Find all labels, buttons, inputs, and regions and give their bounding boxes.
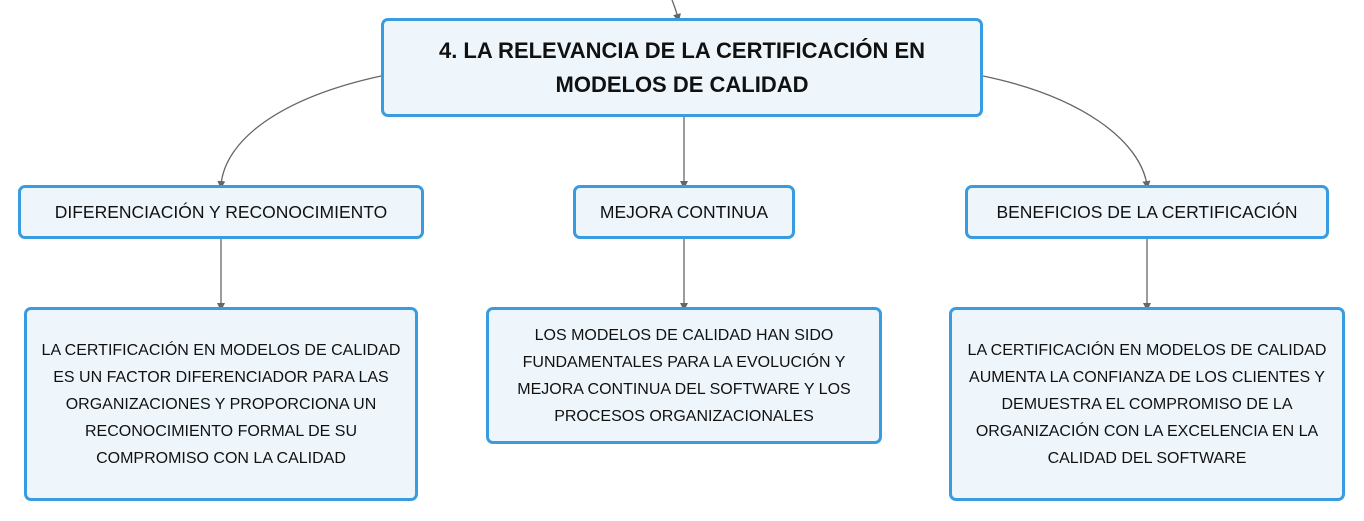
detail-text: LA CERTIFICACIÓN EN MODELOS DE CALIDAD A… (968, 337, 1327, 472)
root-title: 4. LA RELEVANCIA DE LA CERTIFICACIÓN EN … (439, 34, 925, 102)
detail-text: LA CERTIFICACIÓN EN MODELOS DE CALIDAD E… (42, 337, 401, 472)
detail-line: FUNDAMENTALES PARA LA EVOLUCIÓN Y (522, 353, 846, 371)
detail-text: LOS MODELOS DE CALIDAD HAN SIDO FUNDAMEN… (517, 322, 850, 430)
topic-label: BENEFICIOS DE LA CERTIFICACIÓN (996, 201, 1298, 222)
incoming-connector (671, 0, 681, 22)
topic-node-diferenciacion[interactable]: DIFERENCIACIÓN Y RECONOCIMIENTO (18, 185, 424, 239)
root-title-line-1: 4. LA RELEVANCIA DE LA CERTIFICACIÓN EN (438, 37, 926, 63)
detail-node-diferenciacion[interactable]: LA CERTIFICACIÓN EN MODELOS DE CALIDAD E… (24, 307, 418, 501)
detail-line: LA CERTIFICACIÓN EN MODELOS DE CALIDAD (967, 341, 1327, 359)
detail-line: CALIDAD DEL SOFTWARE (1047, 449, 1247, 467)
detail-line: AUMENTA LA CONFIANZA DE LOS CLIENTES Y (969, 368, 1325, 386)
detail-line: ORGANIZACIÓN CON LA EXCELENCIA EN LA (975, 422, 1319, 440)
detail-line: DEMUESTRA EL COMPROMISO DE LA (1001, 395, 1293, 413)
detail-line: LOS MODELOS DE CALIDAD HAN SIDO (534, 326, 834, 344)
root-title-line-2: MODELOS DE CALIDAD (555, 71, 809, 97)
topic-label: DIFERENCIACIÓN Y RECONOCIMIENTO (54, 201, 388, 222)
detail-line: MEJORA CONTINUA DEL SOFTWARE Y LOS (517, 380, 851, 398)
detail-line: RECONOCIMIENTO FORMAL DE SU (84, 422, 357, 440)
topic-label: MEJORA CONTINUA (599, 201, 769, 222)
detail-line: PROCESOS ORGANIZACIONALES (554, 407, 814, 425)
detail-line: ES UN FACTOR DIFERENCIADOR PARA LAS (53, 368, 389, 386)
connector-root-to-topic-3 (982, 75, 1151, 189)
detail-line: ORGANIZACIONES Y PROPORCIONA UN (65, 395, 377, 413)
topic-node-mejora-continua[interactable]: MEJORA CONTINUA (573, 185, 795, 239)
detail-node-beneficios[interactable]: LA CERTIFICACIÓN EN MODELOS DE CALIDAD A… (949, 307, 1345, 501)
detail-line: LA CERTIFICACIÓN EN MODELOS DE CALIDAD (41, 341, 401, 359)
detail-line: COMPROMISO CON LA CALIDAD (96, 449, 346, 467)
connector-root-to-topic-1 (217, 75, 382, 189)
detail-node-mejora-continua[interactable]: LOS MODELOS DE CALIDAD HAN SIDO FUNDAMEN… (486, 307, 882, 444)
root-node[interactable]: 4. LA RELEVANCIA DE LA CERTIFICACIÓN EN … (381, 18, 983, 117)
topic-node-beneficios[interactable]: BENEFICIOS DE LA CERTIFICACIÓN (965, 185, 1329, 239)
